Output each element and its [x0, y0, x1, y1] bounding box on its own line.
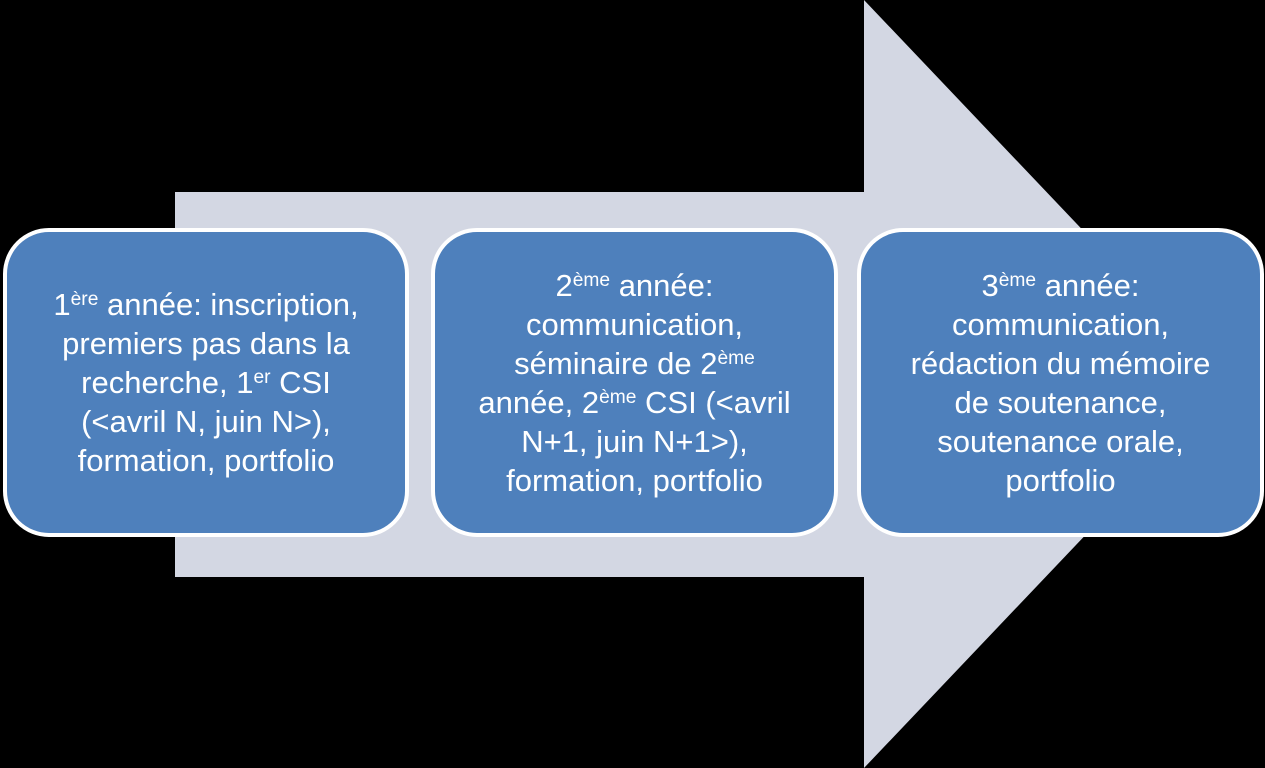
text-line: communication,: [951, 306, 1170, 342]
text-line: portfolio: [1005, 462, 1116, 498]
text-line: rédaction du mémoire: [910, 345, 1211, 381]
text-line: (<avril N, juin N>),: [81, 404, 331, 439]
text-line: premiers pas dans la: [62, 326, 350, 361]
text-line: formation, portfolio: [77, 443, 335, 478]
stage-text-year-3: 3ème année:communication,rédaction du mé…: [861, 266, 1260, 500]
text-line: année, 2ème CSI (<avril: [478, 384, 791, 420]
stage-text-year-1: 1ère année: inscription, premiers pas dan…: [7, 285, 405, 480]
text-line: N+1, juin N+1>),: [521, 423, 748, 459]
text-line: recherche, 1er CSI: [81, 365, 331, 400]
text-line: soutenance orale,: [937, 423, 1184, 459]
stage-box-year-2: 2ème année:communication,séminaire de 2è…: [431, 228, 838, 537]
text-line: 2ème année:: [555, 267, 714, 303]
text-line: séminaire de 2ème: [514, 345, 755, 381]
text-line: communication,: [525, 306, 744, 342]
text-line: 1ère année: inscription,: [53, 287, 359, 322]
text-line: formation, portfolio: [506, 462, 763, 498]
stage-text-year-2: 2ème année:communication,séminaire de 2è…: [435, 266, 834, 500]
stage-box-year-1: 1ère année: inscription, premiers pas dan…: [3, 228, 409, 537]
stage-box-year-3: 3ème année:communication,rédaction du mé…: [857, 228, 1264, 537]
text-line: 3ème année:: [981, 267, 1140, 303]
text-line: de soutenance,: [954, 384, 1167, 420]
